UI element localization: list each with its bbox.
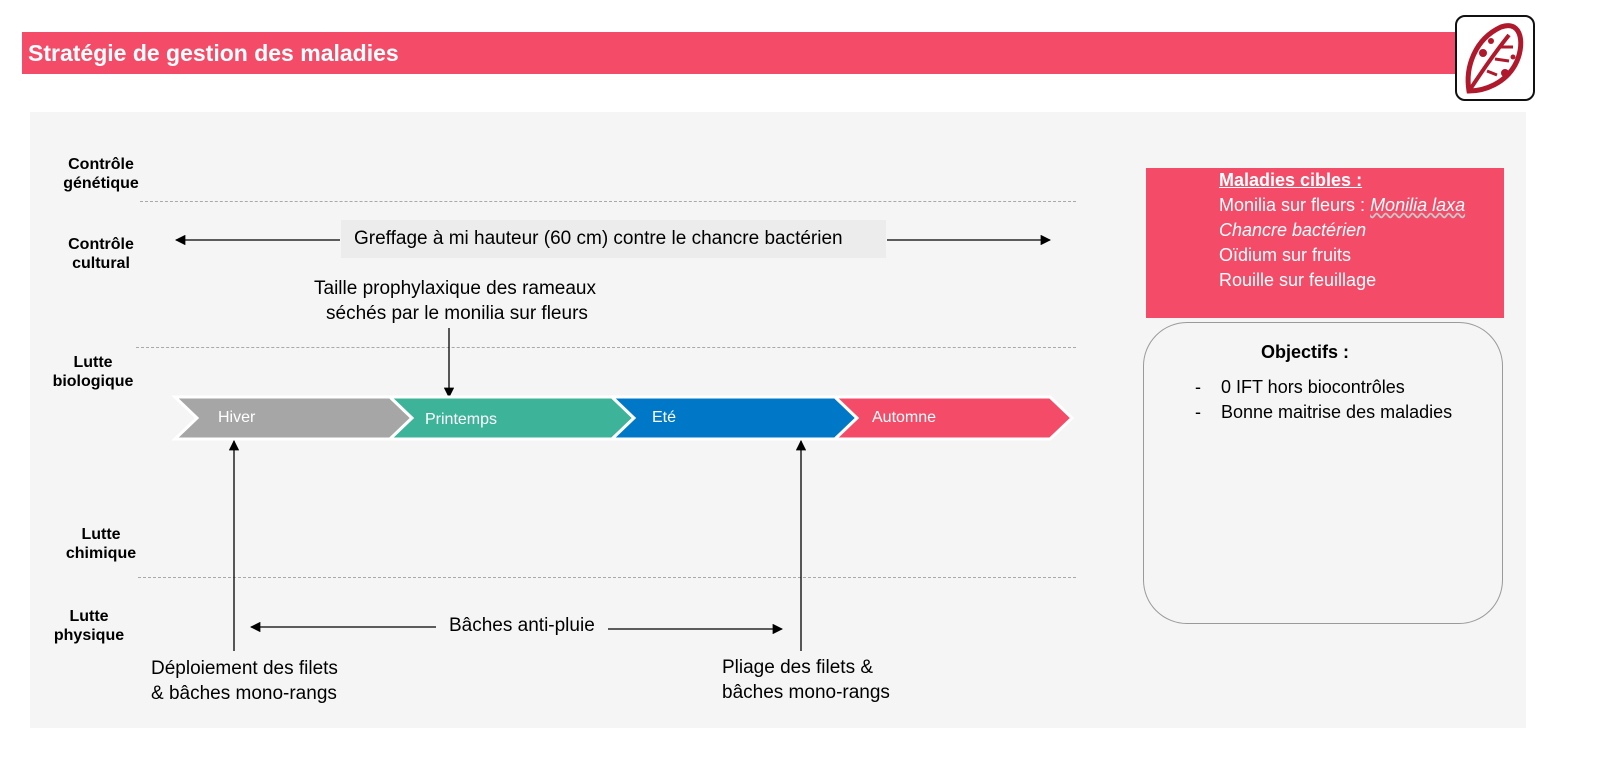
row-divider bbox=[140, 201, 1076, 202]
disease-item: Chancre bactérien bbox=[1219, 220, 1367, 240]
fold-text-line1: Pliage des filets & bbox=[722, 657, 874, 678]
disease-species: Monilia laxa bbox=[1370, 195, 1466, 215]
season-chevron-ete bbox=[608, 395, 860, 441]
objectives-box: Objectifs : - 0 IFT hors biocontrôles - … bbox=[1143, 322, 1503, 624]
bullet-dash: - bbox=[1195, 402, 1201, 422]
grafting-box: Greffage à mi hauteur (60 cm) contre le … bbox=[341, 220, 886, 258]
page-title: Stratégie de gestion des maladies bbox=[28, 40, 399, 66]
pruning-text-line2: séchés par le monilia sur fleurs bbox=[326, 303, 588, 324]
season-label-ete: Eté bbox=[652, 409, 677, 426]
objective-item: 0 IFT hors biocontrôles bbox=[1221, 377, 1405, 397]
season-chevron-automne bbox=[831, 395, 1075, 441]
season-chevron-hiver bbox=[171, 395, 415, 441]
grafting-text: Greffage à mi hauteur (60 cm) contre le … bbox=[354, 228, 843, 249]
season-label-hiver: Hiver bbox=[218, 409, 256, 426]
season-label-printemps: Printemps bbox=[425, 411, 498, 428]
row-divider bbox=[138, 577, 1076, 578]
season-label-automne: Automne bbox=[872, 409, 937, 426]
disease-item: Rouille sur feuillage bbox=[1219, 270, 1377, 290]
pruning-text-line1: Taille prophylaxique des rameaux bbox=[314, 278, 596, 299]
diseased-leaf-icon bbox=[1455, 15, 1535, 101]
objectives-title: Objectifs : bbox=[1261, 342, 1350, 362]
disease-item: Monilia sur fleurs : Monilia laxa bbox=[1219, 193, 1465, 218]
disease-item: Oïdium sur fruits bbox=[1219, 245, 1352, 265]
fold-text-line2: bâches mono-rangs bbox=[722, 682, 890, 703]
target-diseases-box: Maladies cibles : Monilia sur fleurs : M… bbox=[1146, 168, 1504, 318]
deploy-text-line1: Déploiement des filets bbox=[151, 658, 338, 679]
tarps-text: Bâches anti-pluie bbox=[449, 615, 595, 636]
objective-item: Bonne maitrise des maladies bbox=[1221, 402, 1453, 422]
row-divider bbox=[136, 347, 1076, 348]
bullet-dash: - bbox=[1195, 377, 1201, 397]
disease-name: Monilia sur fleurs : bbox=[1219, 195, 1371, 215]
diseases-title: Maladies cibles : bbox=[1219, 170, 1363, 190]
title-bar: Stratégie de gestion des maladies bbox=[22, 32, 1462, 74]
deploy-text-line2: & bâches mono-rangs bbox=[151, 683, 337, 704]
